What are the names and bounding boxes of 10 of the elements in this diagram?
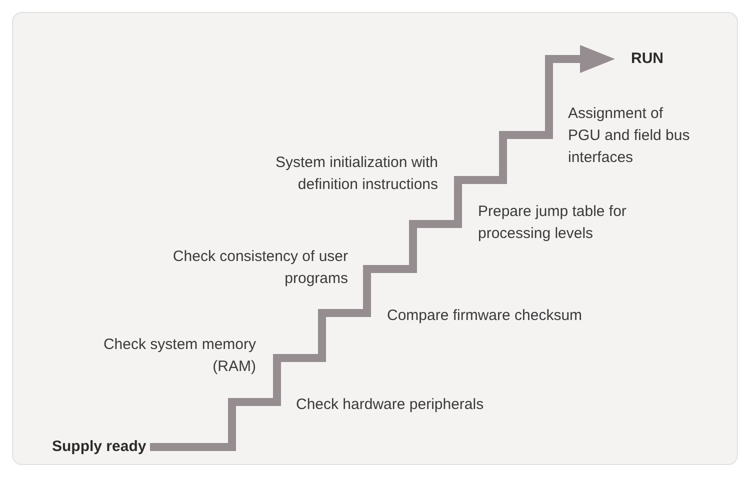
step-label: Prepare jump table for processing levels — [478, 202, 628, 244]
start-label: Supply ready — [52, 437, 146, 457]
step-label: Check hardware peripherals — [296, 395, 485, 415]
staircase-arrow — [150, 45, 615, 451]
step-label: Check consistency of user programs — [172, 247, 348, 289]
step-label: Compare firmware checksum — [387, 306, 584, 326]
end-label: RUN — [631, 49, 664, 69]
step-label: System initialization with definition instructions — [274, 153, 438, 195]
step-label: Check system memory (RAM) — [102, 335, 256, 377]
step-label: Assignment of PGU and field bus interfaces — [568, 104, 691, 168]
